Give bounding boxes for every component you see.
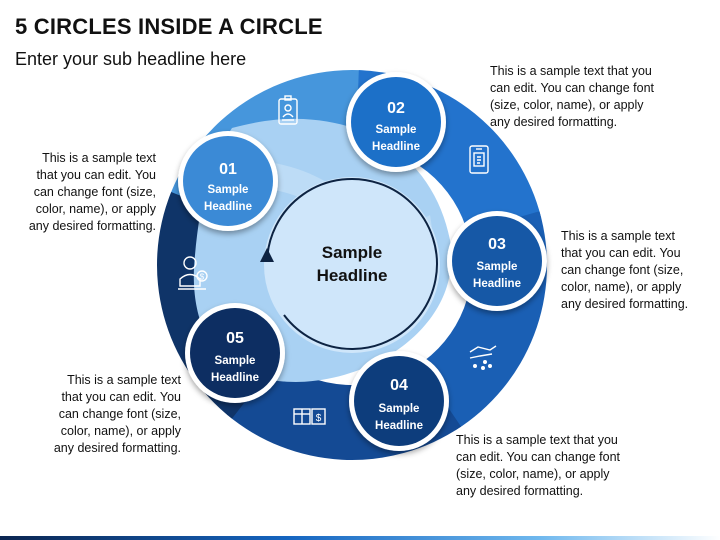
center-headline-line2: Headline xyxy=(317,266,388,285)
mobile-document-icon xyxy=(469,145,489,174)
step-circle-03 xyxy=(447,211,547,311)
step-number-05: 05 xyxy=(226,330,244,347)
step-label-02-line1: Sample xyxy=(376,124,417,136)
description-05-line: This is a sample text xyxy=(67,373,181,387)
description-02: This is a sample text that you can edit.… xyxy=(490,63,654,131)
center-cycle-arrowhead xyxy=(260,248,274,262)
center-cycle-arrow xyxy=(266,178,438,350)
svg-text:$: $ xyxy=(316,413,322,424)
step-label-05-line2: Headline xyxy=(211,372,259,384)
step-label-05-line1: Sample xyxy=(215,355,256,367)
step-label-01-line1: Sample xyxy=(208,184,249,196)
step-circle-02 xyxy=(346,72,446,172)
description-02-line: can edit. You can change font xyxy=(490,81,655,95)
description-05-line: that you can edit. You xyxy=(61,390,181,404)
slide-title: 5 CIRCLES INSIDE A CIRCLE xyxy=(15,14,323,39)
step-number-03: 03 xyxy=(488,236,506,253)
step-number-02: 02 xyxy=(387,100,405,117)
id-badge-icon xyxy=(278,95,298,125)
description-03-line: This is a sample text xyxy=(561,229,675,243)
step-number-01: 01 xyxy=(219,161,237,178)
description-02-line: any desired formatting. xyxy=(490,115,618,129)
description-04: This is a sample text that you can edit.… xyxy=(456,432,620,500)
description-04-line: This is a sample text that you xyxy=(456,433,618,447)
step-label-04-line2: Headline xyxy=(375,420,423,432)
description-01-line: any desired formatting. xyxy=(28,219,156,233)
hand-coins-icon xyxy=(469,345,497,371)
step-circle-05 xyxy=(185,303,285,403)
description-01: This is a sample text that you can edit.… xyxy=(29,150,156,235)
description-03-line: color, name), or apply xyxy=(561,280,682,294)
description-01-line: can change font (size, xyxy=(33,185,156,199)
description-01-line: that you can edit. You xyxy=(36,168,156,182)
person-dollar-icon: $ xyxy=(178,256,208,290)
description-01-line: This is a sample text xyxy=(42,151,156,165)
step-label-03-line2: Headline xyxy=(473,278,521,290)
description-05: This is a sample text that you can edit.… xyxy=(54,372,181,457)
description-03: This is a sample text that you can edit.… xyxy=(561,228,688,313)
description-05-line: any desired formatting. xyxy=(53,441,181,455)
center-circle xyxy=(264,177,440,353)
center-headline-line1: Sample xyxy=(322,243,382,262)
step-circle-01 xyxy=(178,131,278,231)
description-04-line: any desired formatting. xyxy=(456,484,584,498)
step-number-04: 04 xyxy=(390,377,408,394)
step-label-01-line2: Headline xyxy=(204,201,252,213)
description-05-line: can change font (size, xyxy=(58,407,181,421)
step-label-04-line1: Sample xyxy=(379,403,420,415)
description-01-line: color, name), or apply xyxy=(35,202,156,216)
description-02-line: (size, color, name), or apply xyxy=(490,98,644,112)
description-04-line: can edit. You can change font xyxy=(456,450,621,464)
description-04-line: (size, color, name), or apply xyxy=(456,467,610,481)
description-03-line: any desired formatting. xyxy=(561,297,689,311)
gift-dollar-icon: $ xyxy=(293,408,326,425)
description-03-line: can change font (size, xyxy=(561,263,684,277)
bottom-accent-bar xyxy=(0,536,720,540)
description-02-line: This is a sample text that you xyxy=(490,64,652,78)
svg-text:$: $ xyxy=(200,273,205,282)
step-label-02-line2: Headline xyxy=(372,141,420,153)
description-03-line: that you can edit. You xyxy=(561,246,681,260)
description-05-line: color, name), or apply xyxy=(60,424,181,438)
step-circle-04 xyxy=(349,351,449,451)
slide-subtitle: Enter your sub headline here xyxy=(15,49,247,69)
step-label-03-line1: Sample xyxy=(477,261,518,273)
